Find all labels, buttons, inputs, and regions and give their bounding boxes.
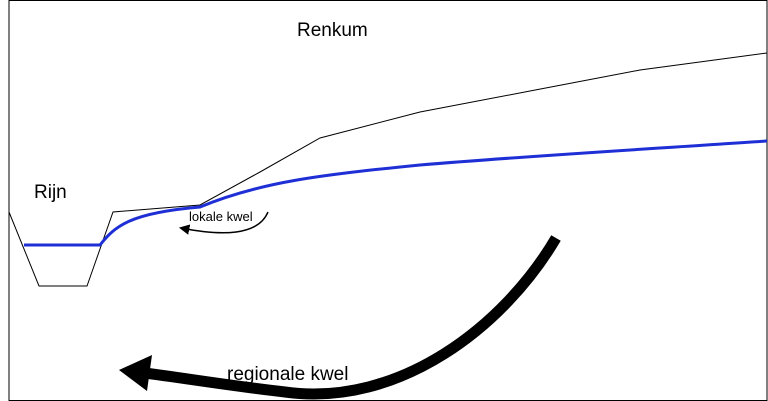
- regional-seepage-label: regionale kwel: [227, 364, 348, 385]
- river-label: Rijn: [34, 182, 67, 203]
- diagram-frame: [8, 0, 768, 401]
- ground-surface-line: [8, 52, 768, 287]
- regional-seepage-arrowhead: [119, 355, 152, 391]
- regional-seepage-arrow: [144, 235, 561, 400]
- water-table-line: [24, 139, 768, 247]
- local-seepage-label: lokale kwel: [189, 209, 253, 224]
- town-label: Renkum: [297, 20, 368, 41]
- local-seepage-arrow: [178, 211, 269, 235]
